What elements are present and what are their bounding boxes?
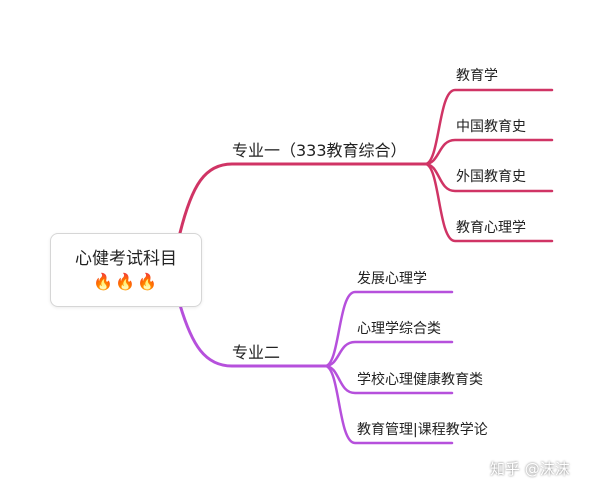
leaf-connector-major-1-3 [423,162,554,243]
leaf-label-education-management[interactable]: 教育管理|课程教学论 [357,422,488,438]
branch-connector-major-1 [178,162,427,235]
root-title: 心健考试科目 [75,249,177,269]
root-node[interactable]: 心健考试科目 🔥🔥🔥 [50,233,202,307]
leaf-label-developmental-psychology[interactable]: 发展心理学 [357,271,427,287]
watermark: 知乎 @沫沫 [490,460,570,478]
leaf-label-chinese-education-history[interactable]: 中国教育史 [456,119,526,135]
branch-connector-major-2 [178,303,327,368]
leaf-label-educational-psychology[interactable]: 教育心理学 [456,220,526,236]
fire-icon: 🔥🔥🔥 [93,272,159,291]
leaf-connector-major-2-0 [323,290,454,368]
leaf-connector-major-2-1 [323,340,454,368]
branch-label-major-1[interactable]: 专业一（333教育综合） [232,141,407,160]
leaf-label-education[interactable]: 教育学 [456,68,498,84]
leaf-connector-major-1-0 [423,88,554,166]
leaf-connector-major-1-1 [423,138,554,166]
leaf-label-school-mental-health[interactable]: 学校心理健康教育类 [357,372,483,388]
leaf-label-psychology-comprehensive[interactable]: 心理学综合类 [357,321,441,337]
leaf-label-foreign-education-history[interactable]: 外国教育史 [456,169,526,185]
leaf-connector-major-2-3 [323,364,454,445]
branch-label-major-2[interactable]: 专业二 [232,343,281,362]
